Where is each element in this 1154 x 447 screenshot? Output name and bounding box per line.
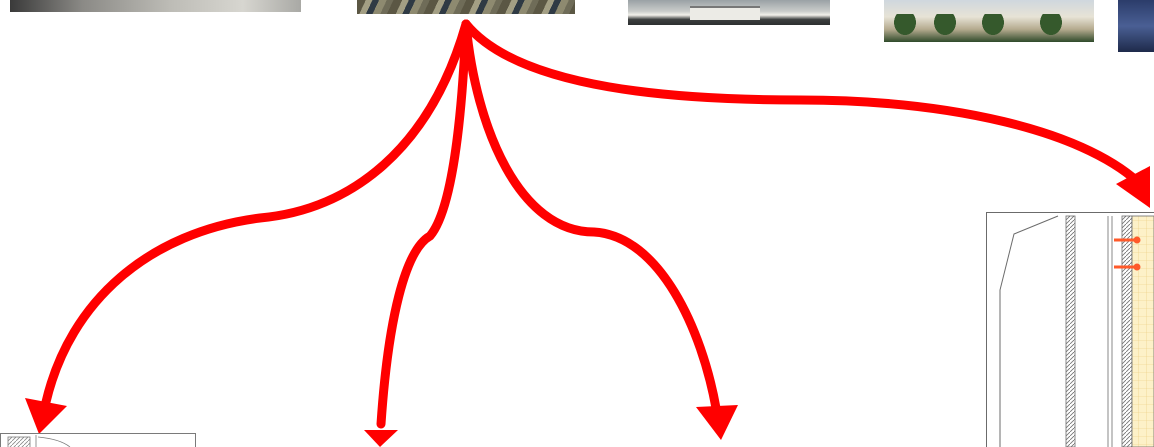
- arrowhead-2-icon: [364, 430, 398, 447]
- photo-thumbnail-2: [357, 0, 575, 14]
- arrow-2-curve: [376, 19, 471, 429]
- arrowhead-3-icon: [696, 405, 738, 440]
- arrow-1-curve: [41, 19, 471, 407]
- arrowhead-1-icon: [25, 398, 67, 434]
- marker-dot-1: [1133, 236, 1141, 244]
- marker-dot-2: [1133, 263, 1141, 271]
- arrowhead-4-icon: [1116, 166, 1150, 208]
- photo-thumbnail-4: [884, 0, 1094, 42]
- photo-thumbnail-5: [1118, 0, 1154, 52]
- technical-drawing-wall-section: [986, 212, 1154, 447]
- arrow-3-curve: [461, 19, 721, 413]
- photo-thumbnail-3: [628, 0, 830, 25]
- technical-drawing-left: [0, 433, 196, 447]
- photo-thumbnail-1: [10, 0, 301, 12]
- arrow-4-curve: [461, 19, 1143, 187]
